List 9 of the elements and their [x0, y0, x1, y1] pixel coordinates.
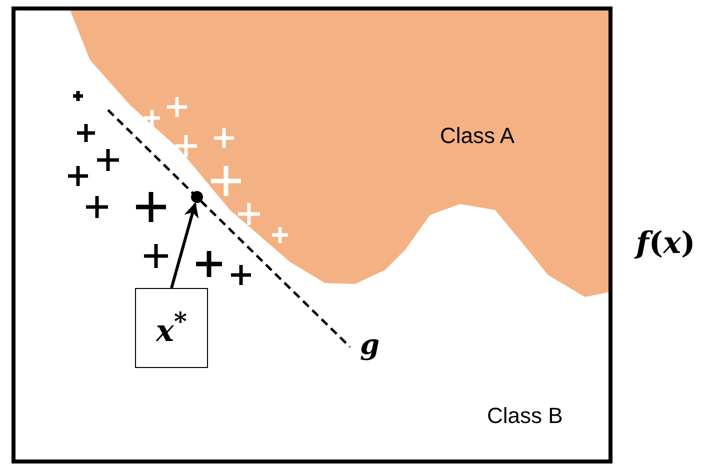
variable-label: x$^{*}$	[156, 307, 187, 349]
class-region	[70, 10, 610, 297]
input-box	[135, 288, 208, 368]
arrow	[170, 202, 199, 288]
class-label: Class B	[487, 403, 563, 429]
boundary-label: g	[360, 328, 380, 361]
point-dot	[191, 191, 203, 203]
function-label: f(x)	[636, 226, 696, 261]
class-label: Class A	[440, 123, 515, 149]
